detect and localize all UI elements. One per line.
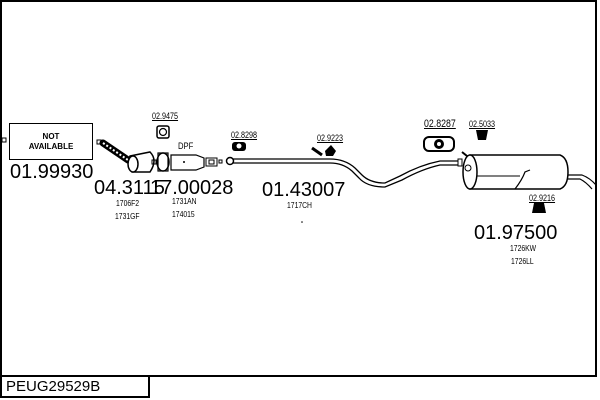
part-number-catalyst[interactable]: 04.3115 xyxy=(94,177,165,199)
fitting-number[interactable]: 02.8298 xyxy=(231,130,258,140)
ref-centre-pipe: 1717CH xyxy=(287,201,312,210)
not-available-line2: AVAILABLE xyxy=(28,141,74,151)
hanger-icon[interactable] xyxy=(311,145,336,157)
diagram-code: PEUG29529B xyxy=(0,377,150,398)
not-available-line1: NOT xyxy=(42,131,60,141)
fitting-number[interactable]: 02.9475 xyxy=(152,111,179,121)
dot-mark xyxy=(301,221,303,223)
part-number-front-pipe[interactable]: 01.99930 xyxy=(10,161,94,183)
diagram-frame xyxy=(0,0,597,377)
ref-catalyst-2: 1731GF xyxy=(115,212,140,221)
ref-dpf-1: 1731AN xyxy=(172,197,197,206)
dpf-label: DPF xyxy=(178,141,194,151)
rear-silencer-icon[interactable] xyxy=(461,151,597,190)
fitting-number[interactable]: 02.9223 xyxy=(317,133,344,143)
connector-icon xyxy=(1,137,7,143)
rubber-mount-icon[interactable] xyxy=(476,130,488,140)
ref-catalyst-1: 1706F2 xyxy=(116,199,140,208)
gasket-icon[interactable] xyxy=(156,125,170,139)
hanger-icon[interactable] xyxy=(532,203,546,213)
ref-dpf-2: 174015 xyxy=(172,210,195,219)
catalyst-icon[interactable] xyxy=(96,139,157,173)
fitting-number[interactable]: 02.5033 xyxy=(469,119,496,129)
ref-rear-silencer-2: 1726LL xyxy=(511,257,534,266)
clamp-icon[interactable] xyxy=(423,136,455,152)
part-number-dpf[interactable]: 17.00028 xyxy=(150,177,234,199)
part-number-rear-silencer[interactable]: 01.97500 xyxy=(474,222,558,244)
part-number-centre-pipe[interactable]: 01.43007 xyxy=(262,179,346,201)
fitting-number[interactable]: 02.9216 xyxy=(529,193,556,203)
ref-rear-silencer-1: 1726KW xyxy=(510,244,537,253)
centre-pipe-icon[interactable] xyxy=(225,156,463,188)
dpf-icon[interactable] xyxy=(156,152,223,172)
not-available-box: NOT AVAILABLE xyxy=(9,123,93,160)
fitting-number[interactable]: 02.8287 xyxy=(424,118,456,130)
clamp-icon[interactable] xyxy=(232,142,246,151)
